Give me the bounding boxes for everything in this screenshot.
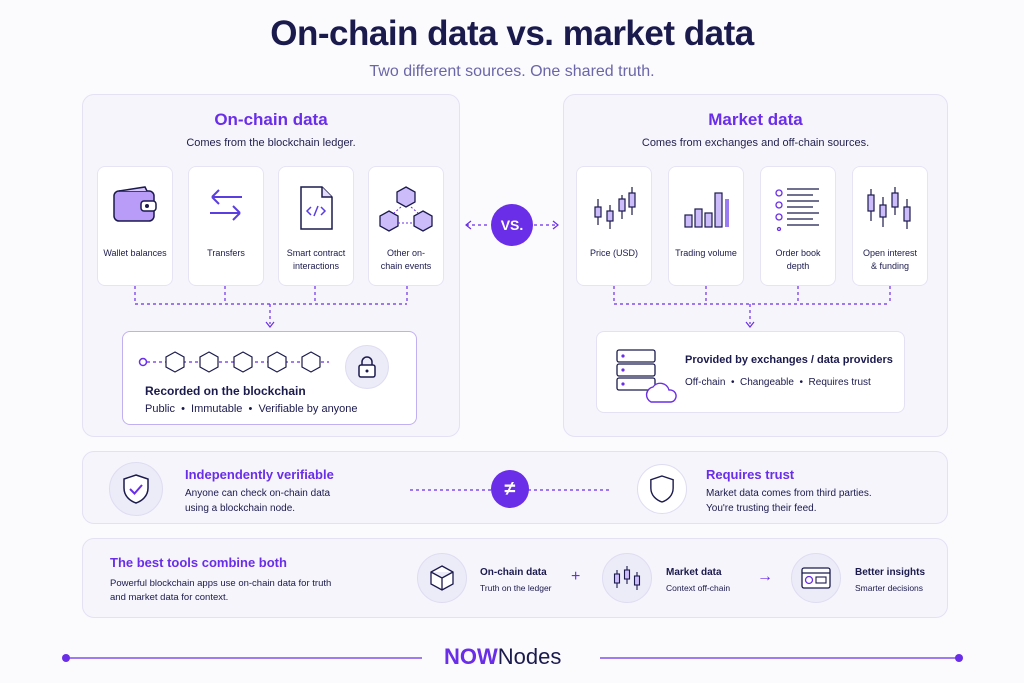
- card-order-book: Order book depth: [760, 166, 836, 286]
- server-cloud-icon: [616, 349, 677, 403]
- cubes-icon: [379, 186, 433, 232]
- card-label: Price (USD): [589, 248, 638, 258]
- blockchain-record-title: Recorded on the blockchain: [145, 384, 306, 398]
- card-label: Trading volume: [675, 248, 737, 258]
- card-other-events: Other on-chain events: [368, 166, 444, 286]
- block-chain-icon: [138, 351, 329, 373]
- card-label: Open interest & funding: [862, 248, 918, 271]
- blockchain-record-box: Recorded on the blockchain Public • Immu…: [122, 331, 417, 425]
- vs-badge: VS.: [491, 204, 533, 246]
- not-equal-badge: ≠: [491, 470, 529, 508]
- card-open-interest: Open interest & funding: [852, 166, 928, 286]
- chart-candles-icon: [602, 553, 652, 603]
- combine-title: The best tools combine both: [110, 555, 287, 570]
- card-label: Other on-chain events: [380, 248, 432, 271]
- blockchain-record-props: Public • Immutable • Verifiable by anyon…: [145, 403, 358, 415]
- card-label: Order book depth: [775, 248, 821, 271]
- market-connector: [613, 286, 891, 328]
- plus-sign: +: [571, 568, 581, 585]
- card-smart-contract: Smart contract interactions: [278, 166, 354, 286]
- vs-connector: [465, 220, 559, 230]
- bar-chart-icon: [684, 192, 729, 228]
- lock-icon: [345, 345, 389, 389]
- verify-left-title: Independently verifiable: [185, 467, 334, 482]
- dashboard-icon: [791, 553, 841, 603]
- card-transfers: Transfers: [188, 166, 264, 286]
- verify-left-line2: using a blockchain node.: [185, 503, 296, 514]
- candles-icon: [867, 187, 911, 229]
- page-title: On-chain data vs. market data: [270, 14, 754, 53]
- brand-now: NOW: [444, 644, 498, 669]
- onchain-connector: [134, 286, 408, 328]
- list-icon: [775, 188, 819, 231]
- combine-item2-title: Market data: [666, 567, 722, 578]
- combine-line1: Powerful blockchain apps use on-chain da…: [110, 578, 332, 589]
- verify-connector: [410, 489, 610, 491]
- combine-item2-sub: Context off-chain: [666, 583, 731, 593]
- card-wallet-balances: Wallet balances: [97, 166, 173, 286]
- footer-rule: [62, 654, 963, 662]
- card-label: Smart contract interactions: [286, 248, 346, 271]
- shield-icon: [637, 464, 687, 514]
- card-label: Transfers: [207, 248, 245, 258]
- cube-icon: [417, 553, 467, 603]
- market-provider-box: Provided by exchanges / data providers O…: [596, 331, 905, 413]
- arrow-sign: →: [757, 568, 773, 585]
- transfer-arrows-icon: [210, 189, 242, 221]
- brand-nodes: Nodes: [497, 644, 562, 669]
- wallet-icon: [113, 186, 157, 222]
- verify-right-title: Requires trust: [706, 467, 795, 482]
- card-label: Wallet balances: [103, 248, 167, 258]
- candlestick-icon: [594, 187, 636, 229]
- verify-right-line1: Market data comes from third parties.: [706, 488, 872, 499]
- market-provider-props: Off-chain • Changeable • Requires trust: [685, 377, 871, 388]
- card-price: Price (USD): [576, 166, 652, 286]
- market-provider-title: Provided by exchanges / data providers: [685, 354, 893, 366]
- page-subtitle: Two different sources. One shared truth.: [369, 63, 655, 80]
- combine-item3-title: Better insights: [855, 567, 926, 578]
- market-title: Market data: [708, 110, 803, 129]
- code-file-icon: [300, 186, 333, 230]
- verify-right-line2: You're trusting their feed.: [706, 503, 817, 514]
- combine-item3-sub: Smarter decisions: [855, 583, 924, 593]
- market-subtitle: Comes from exchanges and off-chain sourc…: [641, 137, 870, 149]
- combine-line2: and market data for context.: [110, 592, 229, 603]
- onchain-title: On-chain data: [214, 110, 328, 129]
- verify-left-line1: Anyone can check on-chain data: [185, 488, 331, 499]
- combine-item1-sub: Truth on the ledger: [480, 583, 552, 593]
- combine-item1-title: On-chain data: [480, 567, 547, 578]
- card-trading-volume: Trading volume: [668, 166, 744, 286]
- shield-check-icon: [109, 462, 163, 516]
- onchain-subtitle: Comes from the blockchain ledger.: [186, 137, 356, 149]
- footer-brand: NOWNodes: [444, 644, 561, 670]
